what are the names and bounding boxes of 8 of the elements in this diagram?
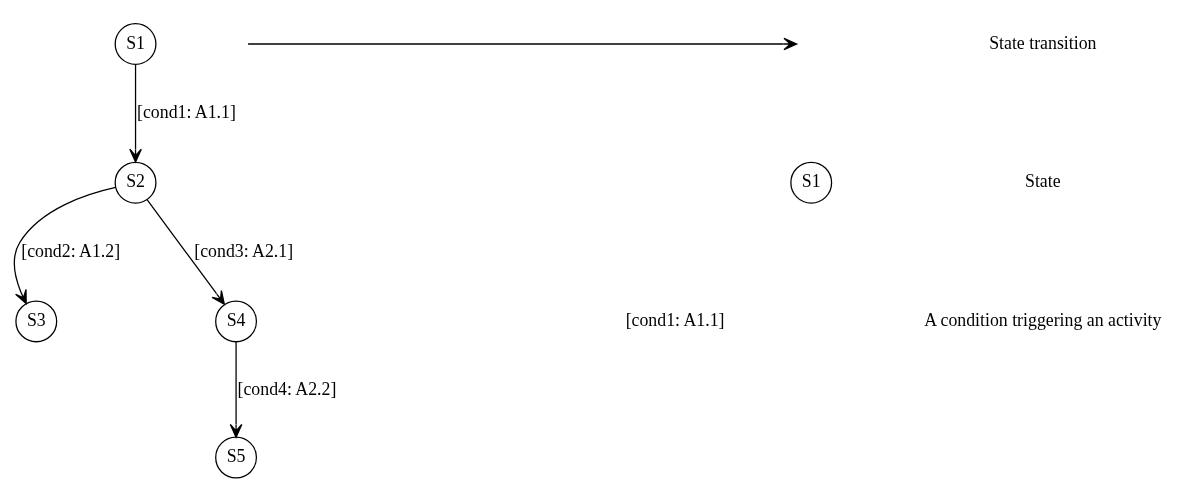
edge-label: [cond4: A2.2] [237,379,337,400]
legend-label: State transition [989,32,1097,53]
edge-label: [cond1: A1.1] [137,102,236,123]
edge-label: [cond2: A1.2] [21,240,121,261]
label: [cond1: A1.1] [625,310,725,331]
legend-label: A condition triggering an activity [924,310,1162,331]
legend-label: State [1025,171,1061,192]
edge-label: [cond3: A2.1] [194,240,294,261]
